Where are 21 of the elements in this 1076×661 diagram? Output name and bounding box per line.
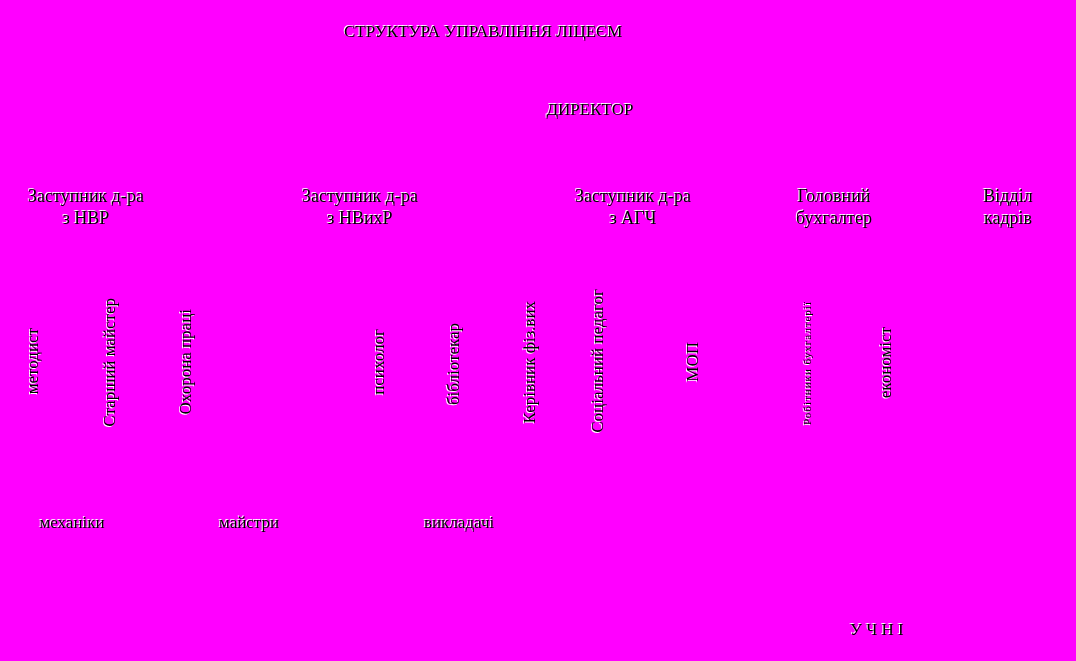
title: СТРУКТУРА УПРАВЛІННЯ ЛІЦЕЄМ — [344, 21, 623, 43]
position-label: Заступник д-ра з НВР — [27, 185, 145, 229]
department-label: Відділ кадрів — [982, 185, 1034, 229]
position-label: Головний бухгалтер — [795, 185, 873, 229]
staff-label: Керівник фіз.вих — [522, 300, 538, 424]
staff-label: бібліотекар — [446, 323, 462, 406]
staff-label: Старший майстер — [102, 297, 118, 427]
staff-label: методист — [25, 328, 41, 395]
staff-group-label: викладачі — [424, 512, 495, 534]
students-label: У Ч Н І — [850, 619, 904, 641]
staff-label: Охорона праці — [178, 309, 194, 415]
staff-group-label: майстри — [219, 512, 280, 534]
staff-label: Соціальний педагог — [590, 289, 606, 433]
position-label: Заступник д-ра з АГЧ — [574, 185, 692, 229]
staff-label: МОП — [685, 342, 701, 382]
position-label: Заступник д-ра з НВихР — [301, 185, 419, 229]
staff-label: Робітники бухгалтерії — [800, 301, 814, 426]
staff-label: психолог — [371, 329, 387, 395]
staff-group-label: механіки — [39, 512, 105, 534]
director-label: ДИРЕКТОР — [546, 99, 634, 121]
staff-label: економіст — [878, 326, 894, 398]
